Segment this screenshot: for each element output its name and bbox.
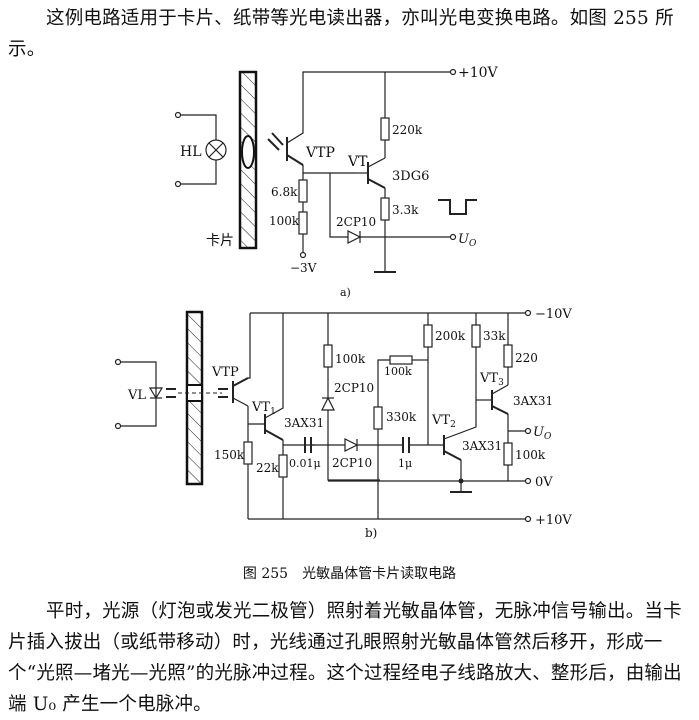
circuit-b: VL VTP −10V VT1 3AX31	[114, 307, 572, 540]
r-33k-label: 33k	[483, 329, 506, 343]
vt1-label: VT1	[251, 400, 276, 417]
led-label: VL	[127, 388, 146, 403]
r-220k-label: 220k	[392, 123, 423, 137]
c-001-label: 0.01μ	[289, 457, 321, 470]
r-200k-label: 200k	[435, 329, 466, 343]
r-100k-top-label: 100k	[335, 352, 366, 366]
circuit-a: HL 卡片 +10V VTP 6.8k 100k −3V	[174, 65, 499, 299]
supply-pos-a: +10V	[458, 65, 499, 81]
body-paragraph: 平时，光源（灯泡或发光二极管）照射着光敏晶体管，无脉冲信号输出。当卡片插入拔出（…	[8, 601, 682, 715]
r-22k-label: 22k	[256, 461, 279, 475]
supply-zero-b: 0V	[535, 475, 553, 490]
pulse-waveform-icon	[438, 199, 477, 215]
transistor-vt2: VT2 3AX31	[431, 347, 502, 481]
transistor-vt3: VT3 3AX31	[479, 371, 553, 415]
vtp-b-label: VTP	[211, 365, 239, 380]
r-150k-label: 150k	[214, 448, 245, 462]
lamp-hl: HL	[174, 111, 227, 188]
vtp-label: VTP	[305, 145, 335, 161]
r-6k8-label: 6.8k	[271, 185, 298, 199]
led-vl: VL	[114, 358, 176, 430]
output-a-label: UO	[458, 232, 477, 249]
card-a: 卡片	[206, 70, 258, 250]
phototransistor-vtp-b: VTP	[211, 313, 251, 407]
supply-pos-b: +10V	[535, 513, 572, 528]
vt-label: VT	[347, 154, 368, 170]
phototransistor-vtp-a: VTP	[267, 76, 335, 166]
r-100k-fb-label: 100k	[384, 365, 412, 378]
vt2-type-label: 3AX31	[462, 439, 502, 453]
vt1-type-label: 3AX31	[284, 416, 324, 430]
r-100k-out-label: 100k	[515, 448, 546, 462]
diode-2cp10-label: 2CP10	[336, 215, 376, 229]
supply-neg-a: −3V	[290, 261, 317, 275]
supply-neg-b: −10V	[535, 307, 572, 322]
lamp-label: HL	[180, 144, 202, 160]
sublabel-b: b)	[365, 526, 377, 540]
vt3-type-label: 3AX31	[513, 394, 553, 408]
diode-top-label: 2CP10	[334, 381, 374, 395]
diode-mid-label: 2CP10	[332, 456, 372, 470]
transistor-vt1: VT1 3AX31	[247, 313, 324, 441]
vt2-label: VT2	[431, 413, 456, 430]
r-220-label: 220	[515, 351, 538, 365]
r-3k3-label: 3.3k	[392, 203, 419, 217]
figure-caption: 图 255 光敏晶体管卡片读取电路	[242, 566, 457, 582]
circuit-figure: HL 卡片 +10V VTP 6.8k 100k −3V	[114, 65, 572, 540]
c-1u-label: 1μ	[398, 457, 412, 470]
vt-type-label: 3DG6	[392, 169, 429, 184]
card-label: 卡片	[206, 233, 234, 249]
transistor-vt-a: VT 3DG6	[347, 154, 429, 189]
intro-paragraph: 这例电路适用于卡片、纸带等光电读出器，亦叫光电变换电路。如图 255 所示。	[8, 8, 674, 60]
sublabel-a: a)	[340, 286, 351, 299]
output-b-label: UO	[533, 425, 552, 442]
r-330k-label: 330k	[386, 410, 417, 424]
vt3-label: VT3	[479, 371, 504, 388]
r-100k-label: 100k	[269, 214, 300, 228]
